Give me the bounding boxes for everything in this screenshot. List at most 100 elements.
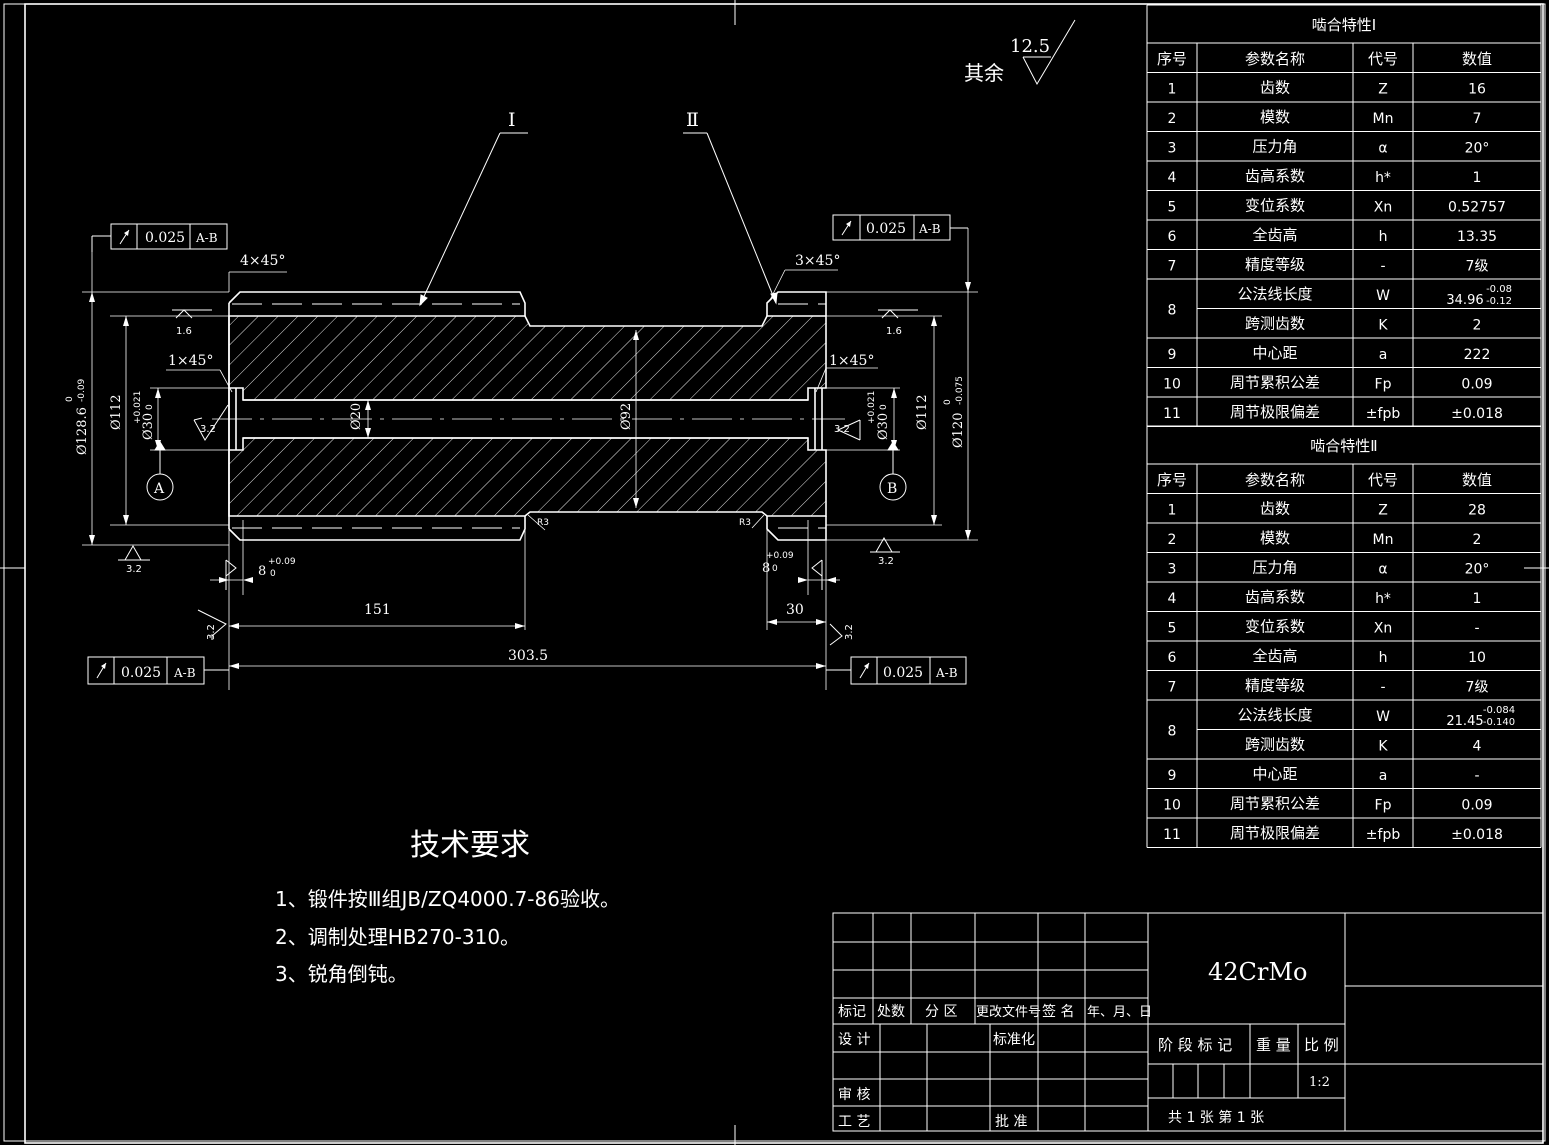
dim-d20: Ø20 xyxy=(349,403,364,430)
mesh-param-name: 中心距 xyxy=(1252,765,1297,783)
runout-frame-top-left: 0.025 A-B xyxy=(91,223,228,252)
mesh-param-value: 13.35 xyxy=(1457,229,1497,245)
mesh-param-symbol: Fp xyxy=(1375,798,1392,814)
mesh-table-header: 参数名称 xyxy=(1245,471,1305,489)
dim-len-8-right-tol-low: 0 xyxy=(772,564,778,574)
dim-d112-left: Ø112 xyxy=(109,395,124,430)
mesh-param-value: 20° xyxy=(1465,562,1490,578)
mesh-param-value: - xyxy=(1474,768,1479,784)
radius-right-label: R3 xyxy=(739,518,751,528)
mesh-row-number: 6 xyxy=(1168,650,1177,666)
mesh-param-value: ±0.018 xyxy=(1451,827,1503,843)
tech-title: 技术要求 xyxy=(410,828,530,863)
mesh-param-name: 压力角 xyxy=(1252,138,1297,156)
mesh-row-number: 5 xyxy=(1168,200,1177,216)
mesh-param-name: 周节累积公差 xyxy=(1230,374,1320,392)
mesh-row-number: 7 xyxy=(1168,259,1177,275)
dimension-lines xyxy=(82,228,978,690)
mesh-param-name: 跨测齿数 xyxy=(1245,736,1305,754)
tb-count: 处数 xyxy=(877,1004,905,1020)
mesh-w-tol-up: -0.08 xyxy=(1486,284,1512,295)
mesh-row-number: 1 xyxy=(1168,82,1177,98)
mesh-param-symbol: α xyxy=(1378,562,1387,578)
roughness-other-value: 12.5 xyxy=(1010,36,1050,57)
mesh-param-symbol: - xyxy=(1380,680,1385,696)
runout-frame-top-right: 0.025 A-B xyxy=(832,214,968,241)
mesh-param-value: 16 xyxy=(1468,82,1486,98)
roughness-right-bore: 3.2 xyxy=(834,424,850,435)
dim-len-151: 151 xyxy=(364,602,391,618)
mesh-row-number: 8 xyxy=(1168,303,1177,319)
mesh-param-name: 齿数 xyxy=(1260,79,1290,97)
tech-item-1: 1、锻件按Ⅲ组JB/ZQ4000.7-86验收。 xyxy=(275,887,620,911)
chamfer-small-left-label: 1×45° xyxy=(168,353,213,369)
mesh-param-symbol: Mn xyxy=(1373,532,1394,548)
mesh-param-symbol: K xyxy=(1378,739,1388,755)
mesh-table-header: 参数名称 xyxy=(1245,50,1305,68)
mesh-table-title: 啮合特性Ⅱ xyxy=(1310,437,1377,455)
mesh-param-name: 精度等级 xyxy=(1245,677,1305,695)
mesh-row-number: 2 xyxy=(1168,532,1177,548)
dim-d30-left: Ø30 xyxy=(141,413,156,440)
dim-d92: Ø92 xyxy=(619,403,634,430)
mesh-param-value: 7级 xyxy=(1466,680,1489,696)
dim-len-8-left-tol-up: +0.09 xyxy=(268,557,296,567)
roughness-right-face: 3.2 xyxy=(844,624,855,640)
tb-approve: 批 准 xyxy=(995,1114,1027,1130)
mesh-param-name: 周节极限偏差 xyxy=(1230,824,1320,842)
mesh-param-symbol: - xyxy=(1380,259,1385,275)
dim-len-8-right-tol-up: +0.09 xyxy=(766,551,794,561)
mesh-param-name: 周节极限偏差 xyxy=(1230,403,1320,421)
dim-d120-tol-low: -0.075 xyxy=(955,376,965,405)
mesh-param-value: 4 xyxy=(1473,739,1482,755)
mesh-table-header: 序号 xyxy=(1157,50,1187,68)
mesh-param-symbol: Xn xyxy=(1374,200,1392,216)
mesh-table-header: 数值 xyxy=(1462,50,1492,68)
mesh-param-value: 2 xyxy=(1473,532,1482,548)
mesh-param-value: 2 xyxy=(1473,318,1482,334)
mesh-w-tol-low: -0.12 xyxy=(1486,296,1512,307)
mesh-param-symbol: Z xyxy=(1378,82,1388,98)
tech-requirements: 技术要求 1、锻件按Ⅲ组JB/ZQ4000.7-86验收。 2、调制处理HB27… xyxy=(275,828,620,986)
mesh-param-name: 模数 xyxy=(1260,108,1290,126)
mesh-param-name: 模数 xyxy=(1260,529,1290,547)
mesh-param-symbol: h xyxy=(1379,229,1388,245)
dim-d30-tol-low-right: 0 xyxy=(879,404,889,410)
mesh-param-symbol: h* xyxy=(1375,170,1391,186)
tb-stage: 阶 段 标 记 xyxy=(1158,1036,1232,1054)
mesh-row-number: 2 xyxy=(1168,111,1177,127)
dim-d112-right: Ø112 xyxy=(915,395,930,430)
mesh-row-number: 8 xyxy=(1168,724,1177,740)
tech-item-3: 3、锐角倒钝。 xyxy=(275,962,408,986)
roughness-left-top: 1.6 xyxy=(176,326,192,337)
runout-tr-value: 0.025 xyxy=(866,221,906,237)
dim-d30-tol-up-right: +0.021 xyxy=(867,391,877,424)
tb-sign: 签 名 xyxy=(1042,1003,1074,1020)
mesh-param-name: 压力角 xyxy=(1252,559,1297,577)
runout-br-value: 0.025 xyxy=(883,665,923,681)
shaft-section xyxy=(212,291,845,541)
mesh-row-number: 10 xyxy=(1163,377,1181,393)
mesh-row-number: 9 xyxy=(1168,768,1177,784)
material-label: 42CrMo xyxy=(1208,958,1307,986)
callout-two: Ⅱ xyxy=(686,109,699,131)
title-block xyxy=(832,912,1544,1132)
mesh-param-name: 变位系数 xyxy=(1245,197,1305,215)
mesh-row-number: 10 xyxy=(1163,798,1181,814)
title-block-text: 42CrMo 标记 处数 分 区 更改文件号 签 名 年、月、日 设 计 标准化… xyxy=(838,958,1339,1130)
mesh-param-name: 周节累积公差 xyxy=(1230,795,1320,813)
mesh-row-number: 11 xyxy=(1163,827,1181,843)
dim-len-8-right: 8 xyxy=(762,561,770,576)
mesh-param-name: 全齿高 xyxy=(1252,226,1297,244)
mesh-row-number: 9 xyxy=(1168,347,1177,363)
mesh-param-symbol: ±fpb xyxy=(1366,406,1401,422)
mesh-param-symbol: h xyxy=(1379,650,1388,666)
mesh-param-name: 齿数 xyxy=(1260,500,1290,518)
dim-d30-tol-low-left: 0 xyxy=(145,404,155,410)
datum-b-label: B xyxy=(887,481,897,497)
roughness-left-bottom: 3.2 xyxy=(126,564,142,575)
mesh-param-symbol: Xn xyxy=(1374,621,1392,637)
hatched-lower xyxy=(228,437,827,517)
